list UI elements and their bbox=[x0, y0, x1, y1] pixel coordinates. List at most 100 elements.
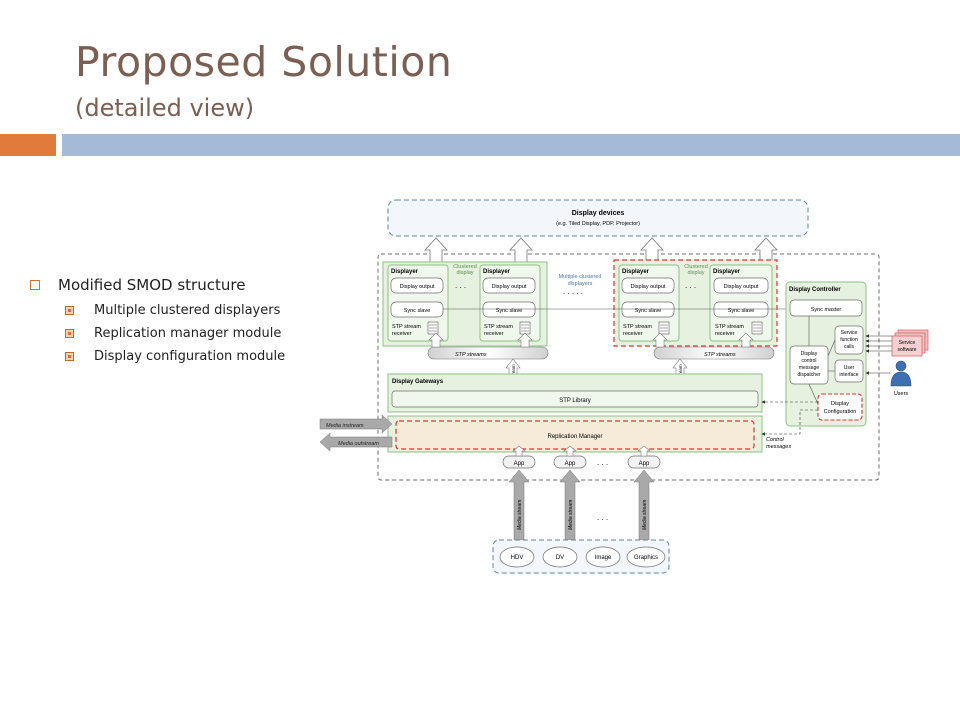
accent-bar-orange bbox=[0, 134, 56, 156]
service-function-label: function bbox=[840, 337, 858, 343]
displayer-label: Displayer bbox=[713, 269, 741, 275]
stp-receiver-label: receiver bbox=[484, 331, 504, 337]
dispatcher-label: control bbox=[801, 358, 816, 364]
sub-bullet: Multiple clustered displayers bbox=[65, 303, 328, 318]
displayer-module: Displayer Display output Sync slave STP … bbox=[387, 264, 449, 342]
media-sources-box bbox=[492, 539, 670, 574]
replication-manager-label: Replication Manager bbox=[547, 434, 602, 440]
output-arrows bbox=[424, 237, 778, 263]
dispatcher-label: message bbox=[799, 365, 820, 371]
multiple-clustered-label: displayers bbox=[568, 281, 593, 287]
app-label: App bbox=[514, 461, 525, 467]
stp-receiver-label: STP stream bbox=[715, 324, 744, 330]
clustered-label: display bbox=[456, 270, 473, 276]
service-call-arrows bbox=[865, 334, 892, 353]
media-outstream-arrow: Media outstream bbox=[319, 432, 393, 452]
replication-manager-box bbox=[395, 420, 755, 450]
slide-subtitle: (detailed view) bbox=[75, 94, 255, 122]
sub-bullet-text: Display configuration module bbox=[94, 349, 286, 364]
ellipsis: . . . bbox=[685, 281, 696, 290]
multiple-clustered-label: Multiple clustered bbox=[559, 274, 602, 280]
display-configuration-label: Configuration bbox=[824, 409, 857, 415]
displayer-module: Displayer Display output Sync slave STP … bbox=[618, 264, 680, 342]
display-output-label: Display output bbox=[492, 284, 527, 290]
clustered-label: Clustered bbox=[453, 264, 477, 270]
media-outstream-label: Media outstream bbox=[338, 441, 379, 447]
display-gateways-label: Display Gateways bbox=[392, 379, 444, 385]
control-messages-label: messages bbox=[766, 444, 791, 450]
service-function-label: calls bbox=[844, 344, 855, 350]
bullet-square-icon bbox=[30, 280, 40, 290]
source-label: Graphics bbox=[634, 555, 658, 561]
display-devices-box bbox=[387, 199, 809, 237]
media-instream-label: Media instream bbox=[326, 423, 364, 429]
ellipsis: . . . bbox=[597, 458, 608, 467]
ellipsis-long: . . . . . bbox=[563, 287, 583, 296]
source-node: HDV bbox=[499, 546, 535, 568]
sub-bullet-icon bbox=[65, 329, 74, 338]
display-output-label: Display output bbox=[724, 284, 759, 290]
app-label: App bbox=[565, 461, 576, 467]
service-software-label: Service bbox=[899, 340, 916, 346]
service-software-label: software bbox=[898, 347, 917, 353]
dispatcher-label: dispatcher bbox=[797, 372, 820, 378]
sub-bullet-text: Replication manager module bbox=[94, 326, 282, 341]
accent-bar-blue bbox=[62, 134, 960, 156]
media-stream-label: Media stream bbox=[517, 500, 523, 530]
source-label: HDV bbox=[511, 555, 524, 561]
displayer-label: Displayer bbox=[391, 269, 419, 275]
sub-bullet-icon bbox=[65, 352, 74, 361]
media-stream-label: Media stream bbox=[568, 500, 574, 530]
stp-up-arrows bbox=[428, 332, 754, 348]
stp-receiver-label: receiver bbox=[623, 331, 643, 337]
stp-streams-pipe: STP streams STP streams bbox=[427, 346, 775, 360]
clustered-label: display bbox=[687, 270, 704, 276]
source-node: Image bbox=[585, 546, 621, 568]
stp-receiver-label: STP stream bbox=[484, 324, 513, 330]
users-icon bbox=[890, 360, 912, 387]
stp-receiver-label: receiver bbox=[392, 331, 412, 337]
ellipsis: . . . bbox=[597, 513, 608, 522]
sub-bullet: Replication manager module bbox=[65, 326, 328, 341]
controller-connectors bbox=[808, 316, 836, 405]
slide-title: Proposed Solution bbox=[75, 38, 453, 86]
service-software-stack: Service software bbox=[891, 329, 929, 357]
system-outer-box bbox=[377, 253, 880, 481]
displayer-label: Displayer bbox=[483, 269, 511, 275]
stp-streams-label: STP streams bbox=[704, 352, 736, 358]
sync-slave-label: Sync slave bbox=[728, 308, 755, 314]
sub-bullet-text: Multiple clustered displayers bbox=[94, 303, 281, 318]
sync-master-label: Sync master bbox=[811, 307, 842, 313]
clustered-label: Clustered bbox=[684, 264, 708, 270]
display-devices-sublabel: (e.g. Tiled Display, PDP, Projector) bbox=[556, 221, 640, 227]
media-instream-arrow: Media instream bbox=[319, 414, 393, 434]
stp-streams-label: STP streams bbox=[455, 352, 487, 358]
sub-bullet: Display configuration module bbox=[65, 349, 328, 364]
bullet-list: Modified SMOD structure Multiple cluster… bbox=[28, 276, 328, 372]
source-label: Image bbox=[595, 555, 612, 561]
sync-slave-label: Sync slave bbox=[635, 308, 662, 314]
sync-master-box bbox=[789, 299, 863, 317]
user-interface-label: interface bbox=[839, 372, 858, 378]
app-node: App bbox=[627, 455, 661, 469]
source-node: Graphics bbox=[626, 546, 666, 568]
media-stream-arrows: Media stream Media stream Media stream bbox=[508, 469, 655, 541]
sub-bullet-icon bbox=[65, 306, 74, 315]
display-output-label: Display output bbox=[631, 284, 666, 290]
user-interface-label: User bbox=[844, 365, 855, 371]
dispatcher-label: Display bbox=[801, 351, 818, 357]
app-node: App bbox=[502, 455, 536, 469]
app-label: App bbox=[639, 461, 650, 467]
media-stream-label: Media stream bbox=[642, 500, 648, 530]
display-output-label: Display output bbox=[400, 284, 435, 290]
display-controller-label: Display Controller bbox=[789, 287, 841, 293]
user-interface-box bbox=[834, 359, 864, 383]
stp-receiver-label: receiver bbox=[715, 331, 735, 337]
stp-library-box bbox=[391, 390, 759, 408]
control-message-arrows bbox=[761, 400, 818, 436]
display-configuration-box bbox=[817, 393, 863, 421]
source-label: DV bbox=[556, 555, 564, 561]
control-messages-label: Control bbox=[766, 437, 785, 443]
sync-slave-label: Sync slave bbox=[404, 308, 431, 314]
